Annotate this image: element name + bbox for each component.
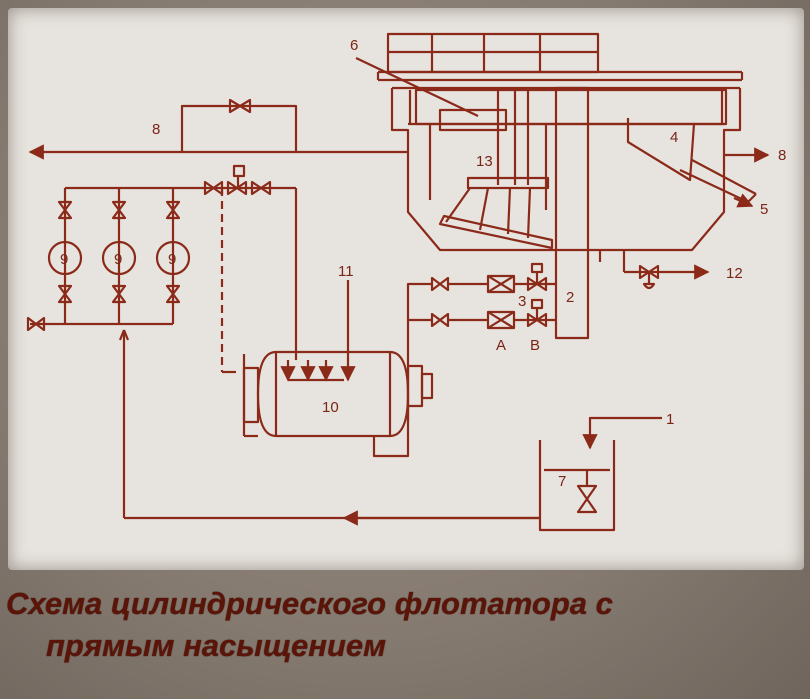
label-b: В [530, 337, 540, 354]
label-4: 4 [670, 129, 678, 146]
flotator-scheme-diagram: 6 8 8 4 5 13 2 3 А В 12 11 10 1 7 9 9 9 [26, 32, 786, 532]
outlet-12 [622, 250, 710, 290]
label-5: 5 [760, 201, 768, 218]
label-2: 2 [566, 289, 574, 306]
saturation-tank [242, 280, 434, 458]
air-feed-lines [406, 262, 556, 366]
receiving-tank [342, 416, 662, 532]
label-8-right: 8 [778, 147, 786, 164]
leader-6 [355, 57, 479, 117]
suction-header [26, 316, 540, 520]
label-a: А [496, 337, 506, 354]
label-10: 10 [322, 399, 339, 416]
pump-2 [101, 188, 137, 324]
bypass-loop [180, 98, 298, 152]
label-8-left: 8 [152, 121, 160, 138]
outlet-5-arrow [733, 193, 754, 208]
label-9-pump-1: 9 [60, 251, 68, 268]
pump-3 [155, 188, 191, 324]
label-12: 12 [726, 265, 743, 282]
label-1: 1 [666, 411, 674, 428]
label-9-pump-2: 9 [114, 251, 122, 268]
diagram-panel [8, 8, 804, 570]
label-13: 13 [476, 153, 493, 170]
label-3: 3 [518, 293, 526, 310]
label-6: 6 [350, 37, 358, 54]
label-9-pump-3: 9 [168, 251, 176, 268]
label-7: 7 [558, 473, 566, 490]
pump-manifold [65, 164, 298, 374]
flotator-tank [390, 86, 757, 340]
caption-line-1: Схема цилиндрического флотатора с [6, 586, 613, 621]
caption-line-2: прямым насыщением [46, 628, 387, 663]
pump-1 [47, 188, 83, 324]
label-11: 11 [338, 263, 354, 280]
top-grid [376, 32, 744, 82]
